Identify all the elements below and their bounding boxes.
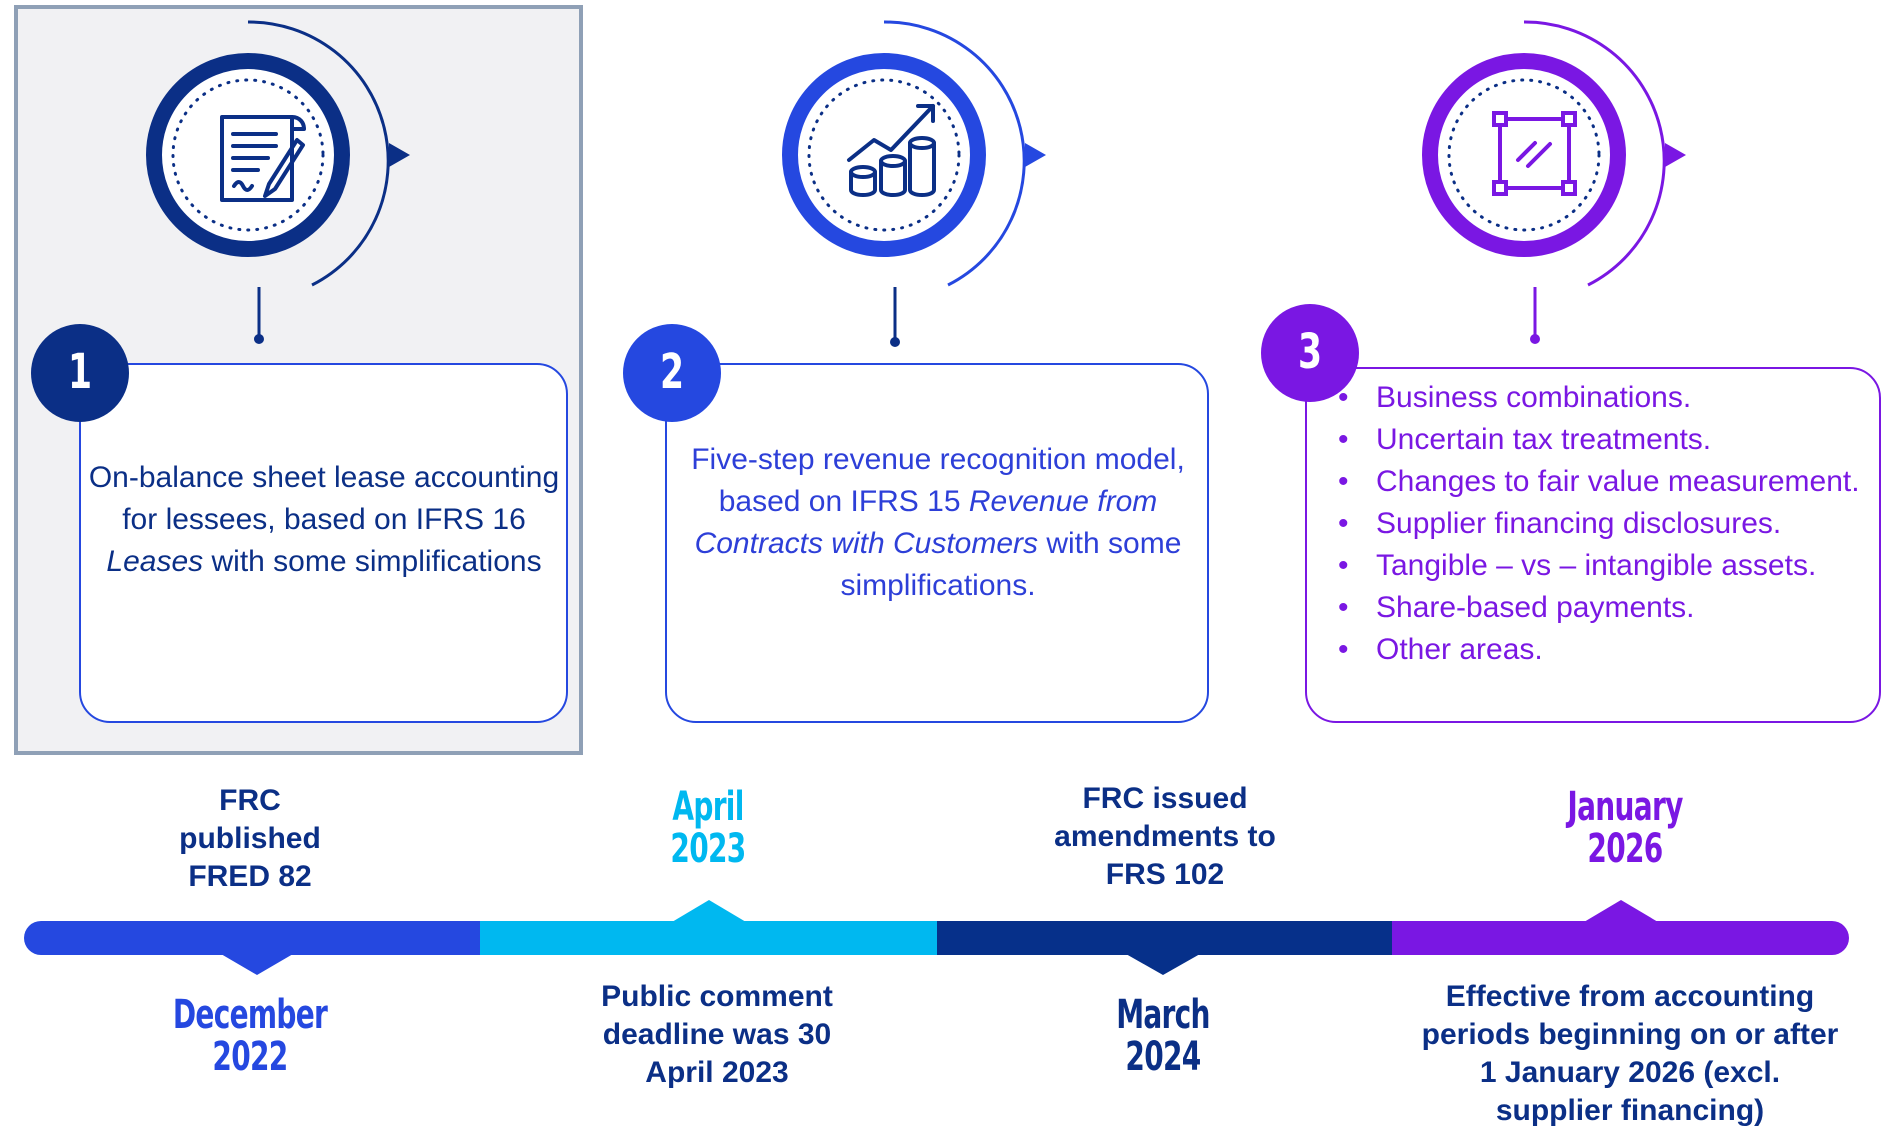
timeline-date-4: January 2026 — [1567, 784, 1683, 872]
step-2-number-circle — [623, 324, 721, 422]
timeline-event-3: FRC issued amendments to FRS 102 — [1054, 782, 1276, 891]
step-3-number-circle — [1261, 304, 1359, 402]
step-1-icon-badge — [146, 20, 410, 344]
document-signature-icon — [220, 115, 306, 202]
growth-coins-icon — [847, 104, 936, 197]
step-1-number-circle — [31, 324, 129, 422]
timeline-date-2: April 2023 — [670, 784, 746, 872]
timeline-event-1: FRC published FRED 82 — [179, 784, 321, 893]
step-2-number: 2 — [659, 344, 685, 400]
bullet-item: Business combinations. — [1338, 377, 1873, 419]
timeline-bar — [24, 900, 1849, 975]
step-3-icon-badge — [1422, 20, 1686, 344]
bullet-item: Share-based payments. — [1338, 587, 1873, 629]
timeline-event-4: Effective from accounting periods beginn… — [1421, 980, 1839, 1127]
timeline-marker-4 — [1584, 900, 1658, 922]
step-2-icon-badge — [782, 20, 1046, 347]
bullet-item: Changes to fair value measurement. — [1338, 461, 1873, 503]
step-1-box — [79, 363, 568, 723]
step-1-description: On-balance sheet lease accounting for le… — [88, 461, 560, 578]
step-1-number: 1 — [67, 344, 93, 400]
bullet-item: Uncertain tax treatments. — [1338, 419, 1873, 461]
timeline-event-2: Public comment deadline was 30 April 202… — [601, 980, 833, 1089]
step-2-description: Five-step revenue recognition model, bas… — [691, 443, 1185, 602]
bullet-item: Other areas. — [1338, 629, 1873, 671]
step-3-number: 3 — [1297, 324, 1323, 380]
bullet-item: Supplier financing disclosures. — [1338, 503, 1873, 545]
timeline-marker-2 — [672, 900, 746, 922]
timeline-date-1: December 2022 — [172, 992, 328, 1080]
frame-measurement-icon — [1492, 111, 1577, 196]
step-2-box — [665, 363, 1209, 723]
timeline-marker-3 — [1126, 954, 1200, 975]
timeline-marker-1 — [221, 954, 293, 975]
bullet-item: Tangible – vs – intangible assets. — [1338, 545, 1873, 587]
timeline-date-3: March 2024 — [1116, 992, 1210, 1080]
step-3-bullet-list: Business combinations. Uncertain tax tre… — [1338, 377, 1873, 671]
